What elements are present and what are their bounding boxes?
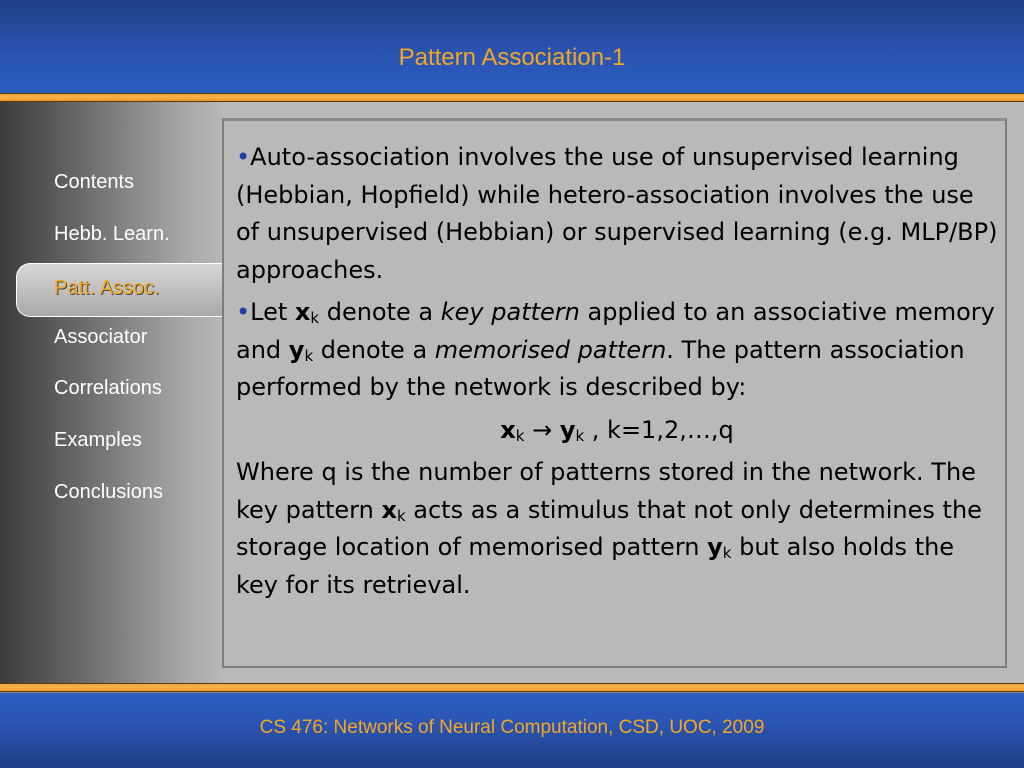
nav-item-correlations[interactable]: Correlations <box>54 377 162 399</box>
symbol-x: x <box>500 415 516 444</box>
term-memorised-pattern: memorised pattern <box>434 335 667 364</box>
nav-item-contents[interactable]: Contents <box>54 171 135 193</box>
text-segment: applied to an associative memory and <box>236 298 995 364</box>
bullet-icon: • <box>236 298 251 326</box>
content-panel: •Auto-association involves the use of un… <box>222 118 1007 668</box>
footer-text: CS 476: Networks of Neural Computation, … <box>259 717 765 738</box>
nav-active-highlight <box>16 263 222 317</box>
header-divider <box>0 93 1024 102</box>
subscript-k: k <box>310 309 320 327</box>
nav-item-patt-assoc[interactable]: Patt. Assoc. <box>54 277 160 299</box>
text-segment: acts as a stimulus that not only determi… <box>236 495 982 562</box>
subscript-k: k <box>722 544 732 562</box>
text-segment: denote a <box>313 335 435 364</box>
slide-footer: CS 476: Networks of Neural Computation, … <box>0 693 1024 768</box>
subscript-k: k <box>515 426 525 445</box>
term-key-pattern: key pattern <box>440 298 580 326</box>
symbol-y: y <box>288 335 305 364</box>
bullet-icon: • <box>236 143 251 171</box>
text-segment: . The pattern association performed by t… <box>236 335 965 402</box>
slide-header: Pattern Association-1 <box>0 0 1024 93</box>
paragraph-key-pattern: •Let xk denote a key pattern applied to … <box>236 294 998 407</box>
slide-title: Pattern Association-1 <box>398 44 626 71</box>
slide-content: •Auto-association involves the use of un… <box>236 139 998 604</box>
paragraph-text: Auto-association involves the use of uns… <box>236 143 998 284</box>
nav-item-associator[interactable]: Associator <box>54 326 148 348</box>
paragraph-where-q: Where q is the number of patterns stored… <box>236 454 998 604</box>
footer-divider <box>0 683 1024 692</box>
subscript-k: k <box>304 346 314 365</box>
nav-item-conclusions[interactable]: Conclusions <box>54 481 163 503</box>
text-segment: but also holds the key for its retrieval… <box>236 533 955 599</box>
text-segment: Where q is the number of patterns stored… <box>236 458 976 524</box>
formula-range: , k=1,2,…,q <box>584 415 734 444</box>
nav-item-hebb-learn[interactable]: Hebb. Learn. <box>54 223 170 245</box>
symbol-x: x <box>294 298 311 326</box>
arrow-icon: → <box>524 415 560 444</box>
symbol-x: x <box>381 495 397 524</box>
text-segment: denote a <box>319 298 441 326</box>
symbol-y: y <box>559 415 576 444</box>
paragraph-auto-association: •Auto-association involves the use of un… <box>236 139 998 289</box>
slide-body: Contents Hebb. Learn. Patt. Assoc. Assoc… <box>0 102 1024 683</box>
subscript-k: k <box>396 506 406 525</box>
symbol-y: y <box>707 533 723 561</box>
sidebar-nav: Contents Hebb. Learn. Patt. Assoc. Assoc… <box>0 102 222 683</box>
subscript-k: k <box>575 426 585 445</box>
text-segment: Let <box>250 298 295 326</box>
nav-item-examples[interactable]: Examples <box>54 429 142 451</box>
formula-line: xk → yk , k=1,2,…,q <box>236 412 998 450</box>
